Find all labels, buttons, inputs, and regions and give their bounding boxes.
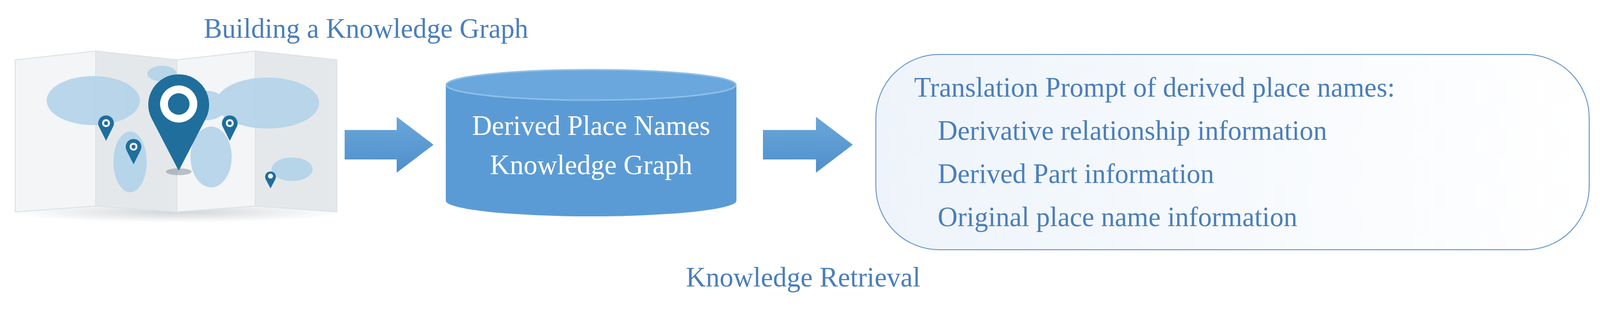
prompt-item: Derived Part information [937,152,1215,196]
block-arrow [762,116,853,173]
database-cylinder: Derived Place Names Knowledge Graph [445,69,737,217]
block-arrow [344,116,434,173]
prompt-item: Derivative relationship information [937,108,1328,153]
cylinder-shape [445,69,737,217]
prompt-item: Original place name information [937,195,1298,239]
section-label: Knowledge Retrieval [685,261,921,294]
node-text: Derived Place Names Knowledge Graph [458,106,724,185]
section-label: Building a Knowledge Graph [203,12,529,45]
prompt-box: Translation Prompt of derived place name… [875,54,1590,251]
world-map [9,51,344,223]
prompt-heading: Translation Prompt of derived place name… [914,65,1395,109]
large-map-pin [148,74,210,176]
